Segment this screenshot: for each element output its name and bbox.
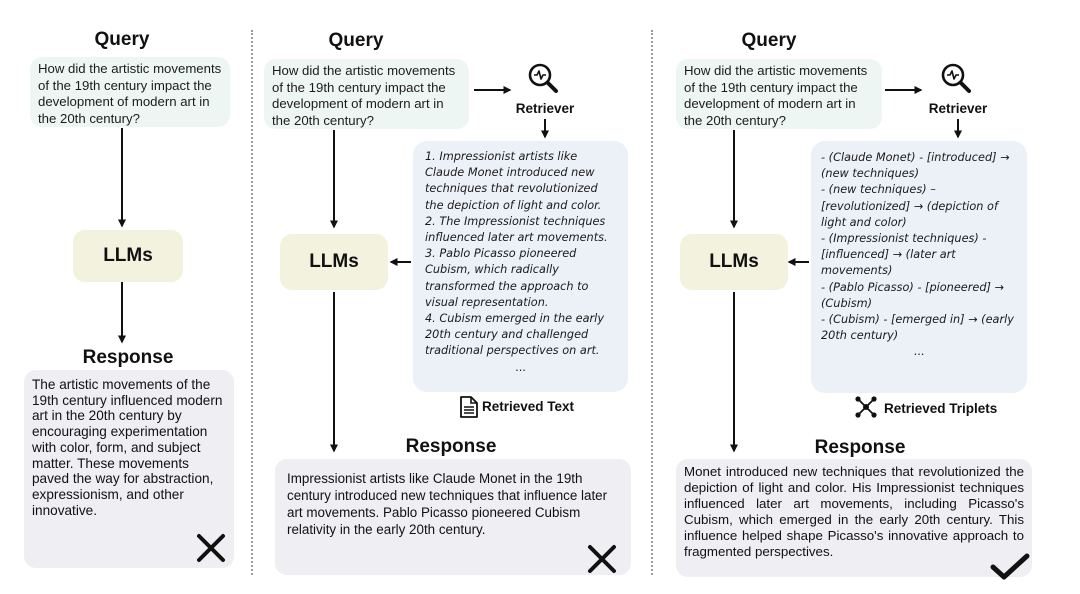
retrieved-line: 4. Cubism emerged in the early <box>425 312 605 326</box>
retrieved-line: techniques that revolutionized <box>425 182 598 196</box>
query-heading-2: Query <box>328 30 384 51</box>
response-box-2: Impressionist artists like Claude Monet … <box>275 459 631 575</box>
retrieved-line: 3. Pablo Picasso pioneered <box>425 247 577 261</box>
magnifier-icon <box>941 63 971 93</box>
query-box-2: How did the artistic movements of the 19… <box>264 59 469 129</box>
cross-icon <box>588 545 616 573</box>
retrieved-ellipsis: ... <box>515 360 526 374</box>
retrieved-line: light and color) <box>821 215 907 229</box>
cross-icon <box>197 534 225 562</box>
retrieved-line: 2. The Impressionist techniques <box>425 214 606 228</box>
response-box-3: Monet introduced new techniques that rev… <box>676 459 1032 577</box>
retrieved-line: (new techniques) <box>821 167 919 181</box>
retrieved-triplets-label: Retrieved Triplets <box>884 401 998 416</box>
panel-divider-1 <box>251 30 253 575</box>
graph-icon <box>855 396 877 418</box>
retriever-label-2: Retriever <box>515 101 575 116</box>
retrieved-line: traditional perspectives on art. <box>425 344 600 358</box>
retrieved-line: 1. Impressionist artists like <box>425 150 578 163</box>
retrieved-line: - (Cubism) - [emerged in] → (early <box>821 313 1014 327</box>
retrieved-line: influenced later art movements. <box>425 231 608 245</box>
query-heading-1: Query <box>94 29 150 50</box>
retrieved-line: [influenced] → (later art <box>821 248 956 262</box>
retrieved-ellipsis: ... <box>913 345 925 359</box>
llm-box-2: LLMs <box>280 234 388 290</box>
document-icon <box>460 396 478 418</box>
retrieved-line: Cubism, which radically <box>425 263 559 277</box>
check-icon <box>990 553 1030 580</box>
query-box-3: How did the artistic movements of the 19… <box>676 59 882 129</box>
llm-box-3: LLMs <box>680 234 788 290</box>
query-box-1: How did the artistic movements of the 19… <box>30 57 230 127</box>
retriever-label-3: Retriever <box>928 101 988 116</box>
response-heading-3: Response <box>814 437 906 458</box>
retrieved-line: movements) <box>821 264 893 278</box>
retrieved-line: the depiction of light and color. <box>425 198 602 212</box>
response-heading-2: Response <box>405 436 497 457</box>
retrieved-line: visual representation. <box>425 295 549 309</box>
retrieved-line: - (Impressionist techniques) - <box>821 232 987 246</box>
retrieved-text-label: Retrieved Text <box>482 399 575 414</box>
retrieved-line: - (Claude Monet) - [introduced] → <box>821 151 1010 164</box>
response-heading-1: Response <box>82 347 174 368</box>
query-heading-3: Query <box>741 30 797 51</box>
magnifier-icon <box>528 63 558 93</box>
llm-box-1: LLMs <box>73 230 183 282</box>
response-box-1: The artistic movements of the 19th centu… <box>24 370 234 568</box>
retrieved-triplets-box: - (Claude Monet) - [introduced] → (new te… <box>811 141 1027 393</box>
retrieved-line: - (Pablo Picasso) - [pioneered] → <box>821 280 1004 294</box>
retrieved-line: transformed the approach to <box>425 279 589 293</box>
retrieved-line: 20th century and challenged <box>425 328 589 342</box>
retrieved-line: Claude Monet introduced new <box>425 166 595 180</box>
retrieved-line: 20th century) <box>821 329 899 343</box>
retrieved-line: - (new techniques) – <box>821 183 936 197</box>
retrieved-line: [revolutionized] → (depiction of <box>821 199 998 213</box>
panel-divider-2 <box>651 30 653 575</box>
retrieved-line: (Cubism) <box>821 296 873 310</box>
